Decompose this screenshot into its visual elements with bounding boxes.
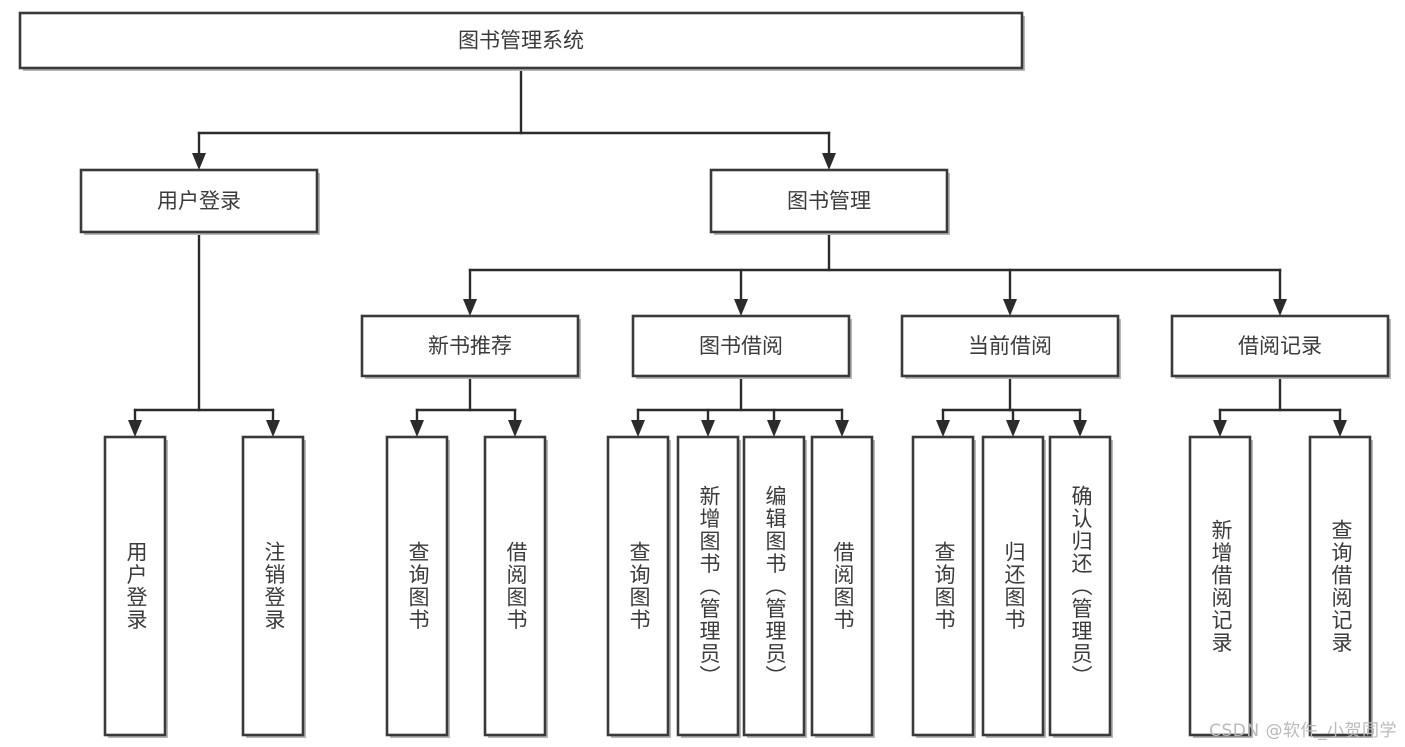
arrow-to-leaf-user-login xyxy=(128,420,142,437)
arrow-to-leaf-add-book xyxy=(701,420,715,437)
arrow-to-leaf-return-book xyxy=(1006,420,1020,437)
arrow-to-leaf-borrow-book-2 xyxy=(835,420,849,437)
arrow-to-leaf-query-book-3 xyxy=(936,420,950,437)
node-leaf-query-record[interactable] xyxy=(1308,435,1372,737)
node-current-borrow[interactable] xyxy=(900,314,1120,378)
arrow-to-leaf-user-logout xyxy=(266,420,280,437)
node-user-login-label: 用户登录 xyxy=(157,189,241,213)
arrow-to-leaf-query-record xyxy=(1333,420,1347,437)
arrow-to-leaf-add-record xyxy=(1213,420,1227,437)
arrow-to-leaf-edit-book xyxy=(767,420,781,437)
node-leaf-add-book[interactable] xyxy=(676,435,740,737)
connector-lines xyxy=(128,66,1347,437)
node-root-label: 图书管理系统 xyxy=(458,29,584,53)
node-leaf-return-book[interactable] xyxy=(981,435,1045,737)
node-leaf-user-logout[interactable] xyxy=(241,435,305,737)
node-leaf-borrow-book-1[interactable] xyxy=(483,435,547,737)
node-root[interactable] xyxy=(18,11,1024,70)
node-new-book-rec[interactable] xyxy=(360,314,580,378)
node-leaf-query-book-3[interactable] xyxy=(911,435,975,737)
node-user-login[interactable] xyxy=(79,168,319,234)
node-book-borrow[interactable] xyxy=(631,314,851,378)
arrow-to-new-book-rec xyxy=(463,299,477,316)
node-leaf-confirm-return[interactable] xyxy=(1048,435,1112,737)
arrow-to-book-borrow xyxy=(734,299,748,316)
node-leaf-query-book-2[interactable] xyxy=(606,435,670,737)
arrow-to-leaf-confirm-return xyxy=(1073,420,1087,437)
node-current-borrow-label: 当前借阅 xyxy=(968,334,1052,358)
node-borrow-record-label: 借阅记录 xyxy=(1238,334,1322,358)
arrow-to-leaf-borrow-book-1 xyxy=(508,420,522,437)
node-book-manage-label: 图书管理 xyxy=(787,189,871,213)
node-leaf-user-login[interactable] xyxy=(103,435,167,737)
node-book-borrow-label: 图书借阅 xyxy=(699,334,783,358)
node-leaf-add-record[interactable] xyxy=(1188,435,1252,737)
node-leaf-query-book-1[interactable] xyxy=(385,435,449,737)
arrow-to-leaf-query-book-2 xyxy=(631,420,645,437)
arrow-to-borrow-record xyxy=(1273,299,1287,316)
node-book-manage[interactable] xyxy=(709,168,949,234)
node-new-book-rec-label: 新书推荐 xyxy=(428,334,512,358)
arrow-to-book-manage xyxy=(822,153,836,170)
arrow-to-current-borrow xyxy=(1003,299,1017,316)
node-leaf-edit-book[interactable] xyxy=(742,435,806,737)
arrow-to-leaf-query-book-1 xyxy=(410,420,424,437)
node-borrow-record[interactable] xyxy=(1170,314,1390,378)
arrow-to-user-login xyxy=(192,153,206,170)
watermark-text: CSDN @软件_小贺同学 xyxy=(1209,721,1397,741)
node-leaf-borrow-book-2[interactable] xyxy=(810,435,874,737)
node-boxes xyxy=(18,11,1391,738)
